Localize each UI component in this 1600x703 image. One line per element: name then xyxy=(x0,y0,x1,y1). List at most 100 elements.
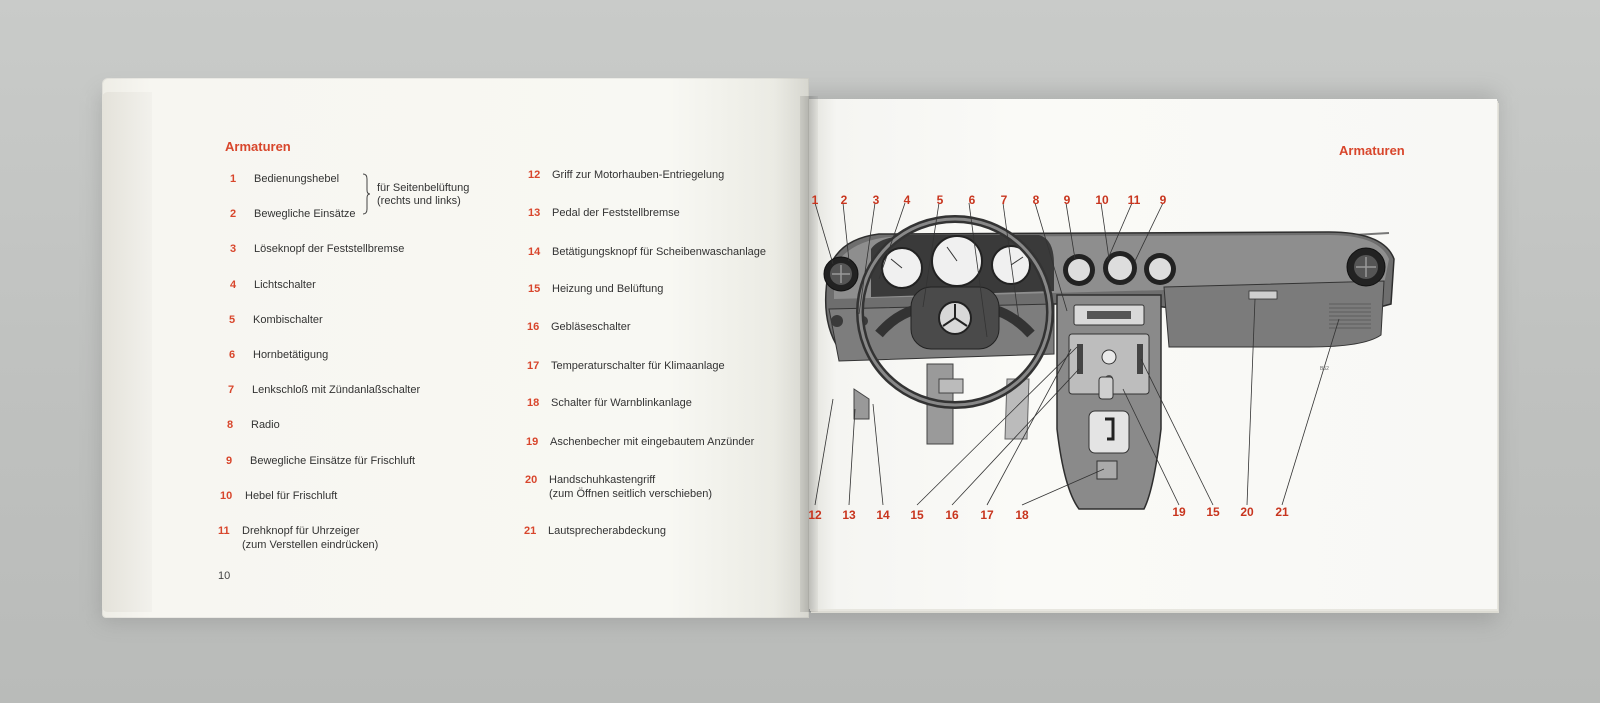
legend-text-main: Handschuhkastengriff xyxy=(549,474,656,486)
callout-number: 13 xyxy=(842,508,856,522)
left-page xyxy=(102,78,809,618)
legend-text: Hornbetätigung xyxy=(253,349,329,361)
callout-number: 16 xyxy=(945,508,959,522)
legend-text: Temperaturschalter für Klimaanlage xyxy=(551,360,725,372)
callout-number: 20 xyxy=(1240,505,1254,519)
callout-number: 17 xyxy=(980,508,994,522)
legend-number: 18 xyxy=(527,397,540,409)
legend-item: 16 Gebläseschalter xyxy=(527,320,631,334)
legend-text: Löseknopf der Feststellbremse xyxy=(254,243,405,255)
legend-item: 11 Drehknopf für Uhrzeiger (zum Verstellen… xyxy=(218,524,378,552)
callout-number: 4 xyxy=(903,193,911,207)
legend-item: 4 Lichtschalter xyxy=(230,278,316,292)
legend-text: Handschuhkastengriff (zum Öffnen seitlich… xyxy=(549,473,712,501)
legend-item: 2 Bewegliche Einsätze xyxy=(230,207,356,221)
callout-number: 5 xyxy=(936,193,944,207)
legend-number: 8 xyxy=(227,419,234,431)
legend-number: 13 xyxy=(528,207,541,219)
legend-number: 11 xyxy=(218,525,230,537)
callout-number: 9 xyxy=(1159,193,1167,207)
legend-text: Bewegliche Einsätze xyxy=(254,208,356,220)
callout-number: 10 xyxy=(1095,193,1109,207)
legend-number: 21 xyxy=(524,525,537,537)
vent-note-line: für Seitenbelüftung xyxy=(377,182,470,194)
legend-item: 20 Handschuhkastengriff (zum Öffnen seitli… xyxy=(525,473,712,501)
legend-item: 5 Kombischalter xyxy=(229,313,323,327)
legend-text: Griff zur Motorhauben-Entriegelung xyxy=(552,169,725,181)
callout-number: 1 xyxy=(811,193,819,207)
callout-number: 18 xyxy=(1015,508,1029,522)
vent-note-line: (rechts und links) xyxy=(377,195,461,207)
legend-item: 14 Betätigungsknopf für Scheibenwaschanla… xyxy=(528,245,766,259)
legend-number: 4 xyxy=(230,279,237,291)
callout-number: 2 xyxy=(840,193,848,207)
legend-text: Bedienungshebel xyxy=(254,173,340,185)
callout-number: 3 xyxy=(872,193,880,207)
right-page-title: Armaturen xyxy=(1339,143,1405,158)
page-number: 10 xyxy=(218,570,231,582)
legend-text: Radio xyxy=(251,419,280,431)
legend-text: Drehknopf für Uhrzeiger (zum Verstellen e… xyxy=(242,524,378,552)
legend-text: Bewegliche Einsätze für Frischluft xyxy=(250,455,416,467)
book-gutter xyxy=(800,96,818,612)
legend-number: 12 xyxy=(528,169,541,181)
legend-item: 21 Lautsprecherabdeckung xyxy=(524,524,666,538)
legend-number: 9 xyxy=(226,455,233,467)
vent-note: für Seitenbelüftung (rechts und links) xyxy=(377,182,469,208)
callout-number: 9 xyxy=(1063,193,1071,207)
legend-text: Aschenbecher mit eingebautem Anzünder xyxy=(550,436,755,448)
callout-number: 12 xyxy=(808,508,822,522)
legend-text-sub: (zum Öffnen seitlich verschieben) xyxy=(549,488,713,500)
legend-text-main: Drehknopf für Uhrzeiger xyxy=(242,525,360,537)
image-code: B52 xyxy=(1320,366,1329,372)
legend-text: Lichtschalter xyxy=(254,279,316,291)
legend-number: 19 xyxy=(526,436,539,448)
legend-number: 14 xyxy=(528,246,541,258)
legend-number: 1 xyxy=(230,173,237,185)
legend-text: Gebläseschalter xyxy=(551,321,631,333)
callout-number: 7 xyxy=(1000,193,1008,207)
legend-item: 13 Pedal der Feststellbremse xyxy=(528,206,680,220)
callout-number: 19 xyxy=(1172,505,1186,519)
legend-item: 12 Griff zur Motorhauben-Entriegelung xyxy=(528,168,724,182)
dashboard-illustration xyxy=(814,202,1395,510)
legend-item: 10 Hebel für Frischluft xyxy=(220,489,337,503)
callout-number: 8 xyxy=(1032,193,1040,207)
legend-number: 17 xyxy=(527,360,540,372)
legend-number: 3 xyxy=(230,243,237,255)
callout-number: 21 xyxy=(1275,505,1289,519)
legend-item: 18 Schalter für Warnblinkanlage xyxy=(527,396,692,410)
legend-number: 10 xyxy=(220,490,233,502)
left-page-title: Armaturen xyxy=(225,139,291,154)
legend-text: Betätigungsknopf für Scheibenwaschanlage xyxy=(552,246,767,258)
legend-number: 6 xyxy=(229,349,236,361)
legend-text: Hebel für Frischluft xyxy=(245,490,338,502)
legend-text: Heizung und Belüftung xyxy=(552,283,664,295)
legend-text: Lautsprecherabdeckung xyxy=(548,525,667,537)
legend-number: 20 xyxy=(525,474,538,486)
legend-text: Pedal der Feststellbremse xyxy=(552,207,680,219)
legend-number: 5 xyxy=(229,314,236,326)
left-page-edge xyxy=(102,92,152,612)
legend-item: 1 Bedienungshebel xyxy=(230,172,339,186)
callout-number: 15 xyxy=(1206,505,1220,519)
legend-text-sub: (zum Verstellen eindrücken) xyxy=(242,539,379,551)
legend-item: 17 Temperaturschalter für Klimaanlage xyxy=(527,359,725,373)
callout-number: 15 xyxy=(910,508,924,522)
legend-item: 8 Radio xyxy=(227,418,280,432)
legend-item: 19 Aschenbecher mit eingebautem Anzünder xyxy=(526,435,754,449)
legend-number: 16 xyxy=(527,321,540,333)
legend-item: 3 Löseknopf der Feststellbremse xyxy=(230,242,404,256)
callout-number: 11 xyxy=(1127,193,1141,207)
legend-text: Kombischalter xyxy=(253,314,323,326)
legend-text: Schalter für Warnblinkanlage xyxy=(551,397,692,409)
brace-icon xyxy=(362,173,370,215)
callout-number: 6 xyxy=(968,193,976,207)
legend-number: 2 xyxy=(230,208,237,220)
callout-number: 14 xyxy=(876,508,890,522)
legend-text: Lenkschloß mit Zündanlaßschalter xyxy=(252,384,421,396)
legend-item: 6 Hornbetätigung xyxy=(229,348,328,362)
legend-item: 9 Bewegliche Einsätze für Frischluft xyxy=(226,454,415,468)
